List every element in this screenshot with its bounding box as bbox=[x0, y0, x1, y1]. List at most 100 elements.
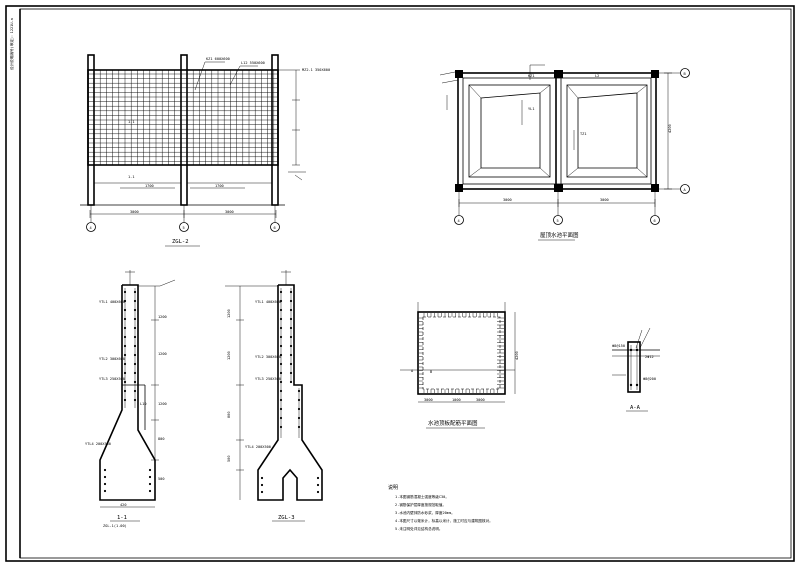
axis-label-5: 5 bbox=[183, 226, 185, 230]
rebar-dot bbox=[123, 317, 127, 321]
cover-caption: 水池顶板配筋平面图 bbox=[428, 419, 478, 427]
detail-a-a: Φ8@150 2Φ12 Φ8@200 A-A bbox=[612, 327, 660, 412]
sec1-label-5: L10 bbox=[140, 402, 147, 406]
rebar-dot bbox=[289, 299, 293, 303]
sec2-dim-1: 1200 bbox=[227, 309, 231, 318]
plan-caption: 屋顶水池平面图 bbox=[540, 231, 579, 239]
axis-bubble-4 bbox=[86, 222, 96, 232]
rebar-dot bbox=[148, 489, 152, 493]
rebar-dot bbox=[279, 362, 283, 366]
sec1-dim-6: 420 bbox=[120, 503, 127, 507]
elev-label-2: L12 550X600 bbox=[241, 61, 265, 65]
rebar-dot bbox=[279, 389, 283, 393]
sec1-dim-2: 1200 bbox=[158, 352, 167, 356]
rebar-dot bbox=[133, 362, 137, 366]
plan-dim-2: 3000 bbox=[600, 198, 609, 202]
rebar-dot bbox=[297, 416, 301, 420]
sec1-dim-4: 800 bbox=[158, 437, 165, 441]
rebar-dot bbox=[123, 362, 127, 366]
column-mid bbox=[180, 54, 188, 206]
section1-caption: 1-1 bbox=[117, 515, 127, 521]
rebar-dot bbox=[279, 380, 283, 384]
rebar-dot bbox=[123, 344, 127, 348]
plan-axis-bubble-5 bbox=[553, 215, 563, 225]
rebar-dot bbox=[123, 290, 127, 294]
rebar-dot bbox=[133, 290, 137, 294]
rebar-dot bbox=[103, 489, 107, 493]
chamber-left bbox=[468, 84, 551, 178]
section-mark-left: 1-1 bbox=[128, 120, 135, 124]
general-notes: 说明 1.本图钢筋混凝土强度等级C30。 2.钢筋保护层厚度按规范取值。 3.水… bbox=[388, 484, 493, 531]
rebar-dot bbox=[123, 353, 127, 357]
note-item-5: 5.未注明处详见结构总说明。 bbox=[395, 526, 442, 531]
sec2-label-1: YTL1 400X600 bbox=[255, 300, 281, 304]
rebar-dot bbox=[133, 326, 137, 330]
side-title: 设计说明编号(审定)：1221U-a bbox=[9, 18, 14, 70]
rebar-dot bbox=[279, 416, 283, 420]
rebar-dot bbox=[316, 476, 320, 480]
rebar-dot bbox=[260, 483, 264, 487]
section1-outline bbox=[99, 284, 156, 501]
opening-dim-2: 1700 bbox=[215, 184, 224, 188]
rebar-dot bbox=[279, 326, 283, 330]
section2-rebar-dots bbox=[260, 290, 320, 494]
note-item-2: 2.钢筋保护层厚度按规范取值。 bbox=[395, 502, 446, 507]
plan-axis-label-6: 6 bbox=[654, 219, 656, 223]
rebar-dot bbox=[316, 483, 320, 487]
elev-label-3: MZ2-1 350X600 bbox=[302, 68, 330, 72]
detail-label-3: Φ8@200 bbox=[643, 377, 656, 381]
cover-dim-3: 3000 bbox=[476, 398, 485, 402]
rebar-dot bbox=[133, 353, 137, 357]
rebar-dot bbox=[103, 482, 107, 486]
rebar-dot bbox=[279, 371, 283, 375]
note-item-1: 1.本图钢筋混凝土强度等级C30。 bbox=[395, 494, 449, 499]
rebar-dot bbox=[289, 353, 293, 357]
plan-label-yl1: YL1 bbox=[528, 107, 535, 111]
sec2-label-3: YTL3 250X500 bbox=[255, 377, 281, 381]
rebar-dot bbox=[289, 362, 293, 366]
cover-rebar-ticks bbox=[419, 313, 504, 393]
rebar-dot bbox=[260, 490, 264, 494]
rebar-dot bbox=[123, 299, 127, 303]
cover-label-b: B bbox=[430, 370, 432, 374]
rebar-dot bbox=[123, 371, 127, 375]
rebar-dot bbox=[289, 317, 293, 321]
plan-label-kz1: KZ1 bbox=[528, 74, 535, 78]
sec2-dim-3: 800 bbox=[227, 412, 231, 419]
elev-dim-1: 3000 bbox=[130, 210, 139, 214]
rebar-dot bbox=[133, 344, 137, 348]
rebar-dot bbox=[123, 398, 127, 402]
outer-frame bbox=[5, 5, 795, 562]
axis-bubble-6 bbox=[270, 222, 280, 232]
plan-view: KZ1 L2 YL1 TZ1 4200 B A 3000 3000 4 5 bbox=[439, 64, 690, 241]
rebar-dot bbox=[289, 290, 293, 294]
rebar-dot bbox=[148, 468, 152, 472]
rebar-dot bbox=[123, 308, 127, 312]
cover-dim-1: 3000 bbox=[424, 398, 433, 402]
inner-frame bbox=[19, 8, 792, 559]
column-right bbox=[271, 54, 279, 206]
cover-label-a: A bbox=[411, 369, 414, 373]
sec2-label-4: YTL4 200X500 bbox=[245, 445, 271, 449]
rebar-dot bbox=[279, 308, 283, 312]
section1-rebar-dots bbox=[103, 290, 152, 493]
rebar-dot bbox=[103, 475, 107, 479]
axis-bubble-b bbox=[680, 68, 690, 78]
note-item-4: 4.本图尺寸以毫米计，标高以米计，施工时应与建筑图核对。 bbox=[395, 518, 493, 523]
plan-axis-label-4: 4 bbox=[458, 219, 460, 223]
sec2-dim-4: 500 bbox=[227, 456, 231, 463]
rebar-dot bbox=[279, 299, 283, 303]
note-item-3: 3.水池内壁抹防水砂浆，厚度20mm。 bbox=[395, 510, 455, 515]
rebar-dot bbox=[260, 476, 264, 480]
rebar-dot bbox=[123, 389, 127, 393]
rebar-dot bbox=[297, 407, 301, 411]
sec1-label-2: YTL2 300X600 bbox=[99, 357, 125, 361]
rebar-dot bbox=[148, 475, 152, 479]
rebar-dot bbox=[289, 371, 293, 375]
axis-label-6: 6 bbox=[274, 226, 276, 230]
cover-slab-plan: A B 4200 3000 1000 3000 水池顶板配筋平面图 bbox=[400, 302, 519, 429]
rebar-dot bbox=[123, 380, 127, 384]
cover-dim-right: 4200 bbox=[515, 351, 519, 360]
rebar-grid bbox=[88, 70, 278, 165]
